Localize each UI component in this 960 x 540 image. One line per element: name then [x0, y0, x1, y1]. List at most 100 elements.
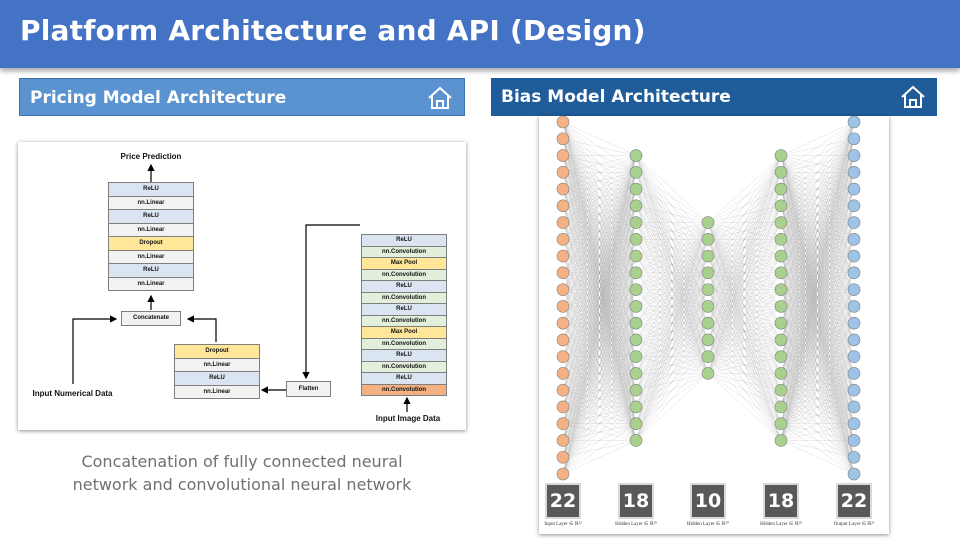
network-node: [629, 216, 643, 229]
network-node: [556, 467, 570, 481]
network-node: [774, 350, 788, 363]
home-icon[interactable]: [899, 84, 927, 110]
layer-caption: Hidden Layer ∈ ℝ¹⁸: [760, 522, 802, 527]
network-node: [556, 199, 570, 213]
layer-block: nn.Linear: [174, 384, 260, 399]
network-node: [629, 199, 643, 213]
layer-caption: Input Layer ∈ ℝ²²: [544, 522, 582, 527]
network-node: [629, 283, 643, 296]
network-node: [556, 316, 570, 330]
network-node: [556, 165, 570, 179]
flatten-block: Flatten: [286, 381, 331, 397]
network-node: [701, 300, 715, 313]
network-node: [701, 333, 715, 347]
layer-block: Dropout: [174, 344, 260, 359]
pricing-panel-header: Pricing Model Architecture: [19, 78, 465, 116]
network-node: [701, 216, 715, 229]
layer-caption: Hidden Layer ∈ ℝ¹⁸: [615, 522, 657, 527]
layer-count-badge: 18: [763, 483, 799, 519]
bias-panel-title: Bias Model Architecture: [501, 87, 731, 107]
network-node: [556, 233, 570, 246]
network-node: [847, 417, 861, 431]
network-node: [629, 434, 643, 447]
network-edges: [562, 121, 855, 475]
concatenate-block: Concatenate: [121, 311, 181, 326]
caption-line-2: network and convolutional neural network: [72, 475, 412, 494]
network-node: [556, 367, 570, 380]
network-node: [701, 266, 715, 280]
layer-block: nn.Linear: [108, 222, 194, 237]
network-node: [556, 116, 570, 129]
network-node: [774, 266, 788, 280]
network-node: [847, 316, 861, 330]
network-node: [774, 367, 788, 380]
layer-block: nn.Linear: [174, 357, 260, 372]
network-node: [847, 249, 861, 263]
network-node: [629, 182, 643, 196]
network-node: [556, 249, 570, 263]
network-node: [774, 316, 788, 330]
caption-line-1: Concatenation of fully connected neural: [81, 452, 403, 471]
network-node: [774, 417, 788, 431]
network-node: [556, 383, 570, 397]
network-node: [556, 350, 570, 363]
network-node: [556, 417, 570, 431]
network-node: [847, 132, 861, 146]
title-bar: Platform Architecture and API (Design): [0, 0, 960, 68]
network-node: [847, 165, 861, 179]
network-node: [629, 300, 643, 313]
network-node: [629, 266, 643, 280]
network-node: [629, 333, 643, 347]
network-node: [629, 316, 643, 330]
network-node: [556, 216, 570, 229]
pricing-panel-title: Pricing Model Architecture: [30, 88, 287, 108]
layer-count-badge: 18: [618, 483, 654, 519]
network-graph: [556, 116, 861, 481]
layer-block: nn.Linear: [108, 195, 194, 210]
network-node: [556, 283, 570, 296]
network-node: [556, 400, 570, 414]
layer-block: Dropout: [108, 236, 194, 251]
network-node: [556, 450, 570, 464]
network-node: [556, 132, 570, 146]
network-node: [774, 216, 788, 229]
page-title: Platform Architecture and API (Design): [20, 14, 646, 47]
network-node: [847, 266, 861, 280]
network-node: [774, 233, 788, 246]
network-node: [774, 182, 788, 196]
network-node: [774, 434, 788, 447]
network-node: [847, 434, 861, 447]
network-node: [847, 300, 861, 313]
network-node: [629, 367, 643, 380]
network-node: [847, 400, 861, 414]
network-node: [847, 333, 861, 347]
network-node: [847, 467, 861, 481]
layer-count-badge: 22: [836, 483, 872, 519]
network-node: [701, 233, 715, 246]
network-node: [847, 216, 861, 229]
diagram-arrows: [72, 163, 411, 412]
output-label: Price Prediction: [120, 152, 182, 161]
layer-block: ReLU: [108, 209, 194, 224]
bias-panel-header: Bias Model Architecture: [491, 78, 937, 116]
network-node: [774, 149, 788, 162]
network-node: [774, 300, 788, 313]
network-node: [629, 233, 643, 246]
network-node: [701, 249, 715, 263]
network-node: [847, 149, 861, 162]
layer-block: nn.Linear: [108, 276, 194, 291]
home-icon[interactable]: [426, 85, 454, 111]
network-node: [847, 367, 861, 380]
network-node: [629, 249, 643, 263]
network-node: [847, 182, 861, 196]
network-node: [629, 149, 643, 162]
network-node: [847, 199, 861, 213]
network-node: [774, 400, 788, 414]
network-node: [556, 434, 570, 447]
network-node: [774, 383, 788, 397]
network-node: [701, 367, 715, 380]
layer-count-badge: 22: [545, 483, 581, 519]
input-image-label: Input Image Data: [375, 414, 441, 423]
pricing-caption: Concatenation of fully connected neural …: [18, 450, 466, 496]
